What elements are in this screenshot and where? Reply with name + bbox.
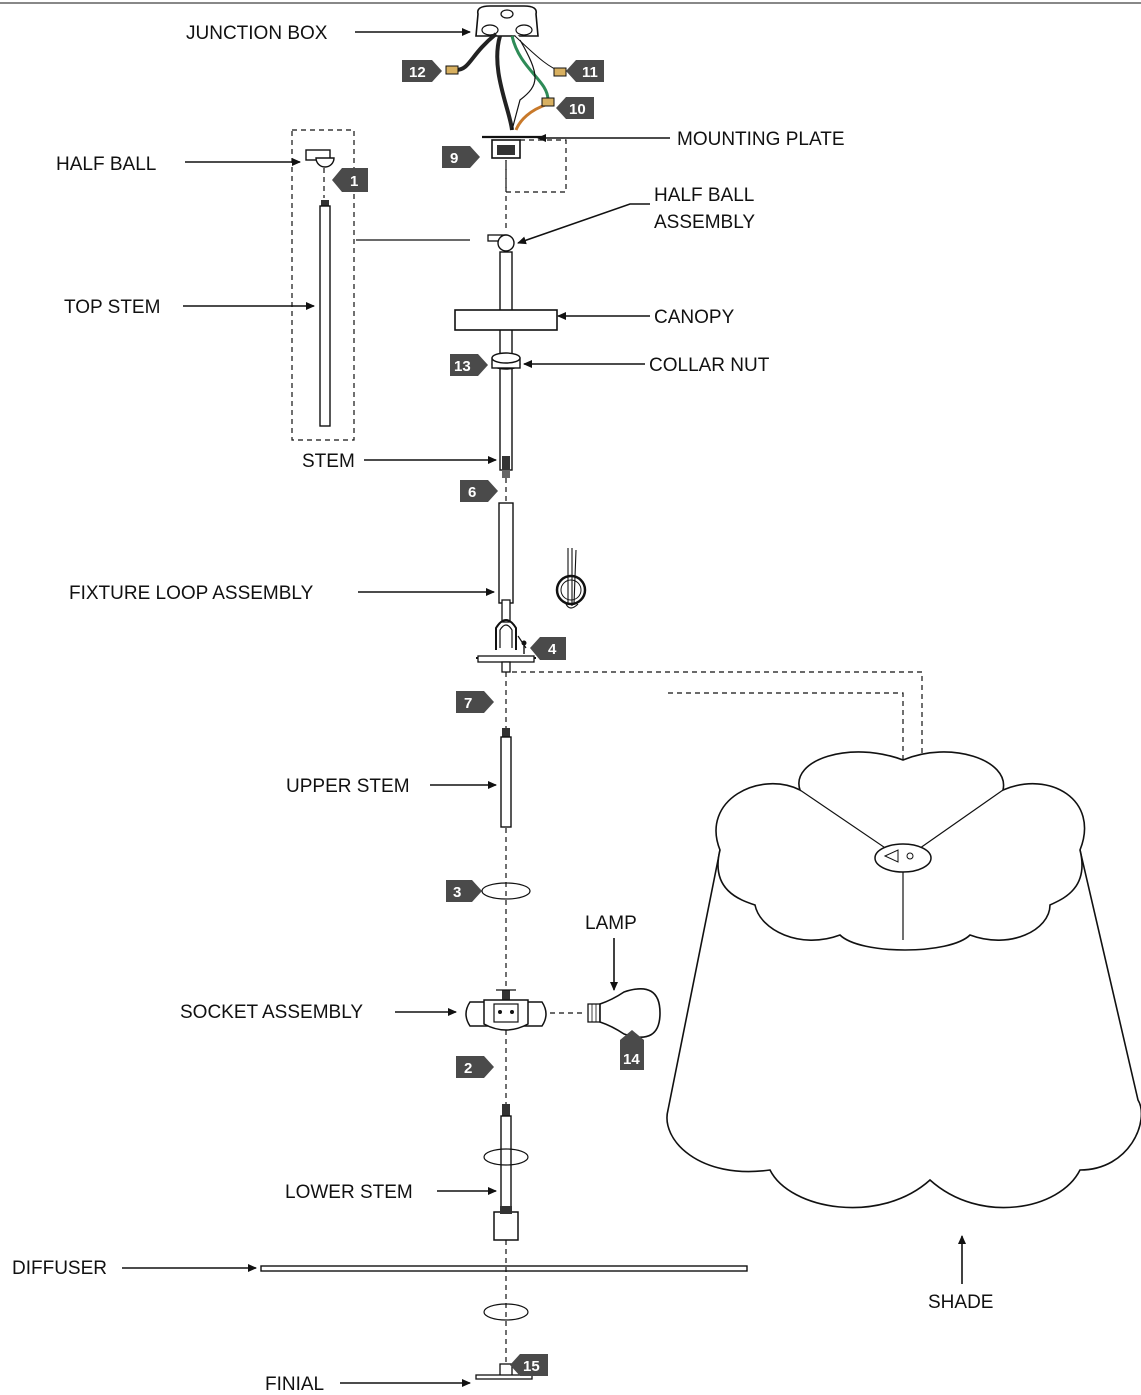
label-lower-stem: LOWER STEM (285, 1182, 413, 1203)
mounting-plate (482, 135, 567, 193)
green-wire (510, 35, 550, 101)
lower-stem (483, 1104, 529, 1241)
washer-ring-bottom (483, 1303, 529, 1321)
step-badge-7: 7 (456, 691, 494, 713)
svg-text:7: 7 (464, 695, 472, 712)
svg-text:4: 4 (548, 641, 557, 658)
step-badge-4: 4 (530, 637, 566, 660)
collar-nut (491, 352, 521, 370)
label-upper-stem: UPPER STEM (286, 776, 410, 797)
junction-wires (445, 32, 567, 131)
copper-wire (514, 102, 549, 131)
label-finial: FINIAL (265, 1374, 324, 1395)
socket-assembly (465, 989, 547, 1031)
svg-text:11: 11 (582, 64, 598, 81)
half-ball-detail (305, 149, 335, 198)
label-socket-assembly: SOCKET ASSEMBLY (180, 1002, 363, 1023)
svg-text:12: 12 (409, 64, 426, 81)
label-junction-box: JUNCTION BOX (186, 23, 328, 44)
svg-text:9: 9 (450, 150, 458, 167)
label-collar-nut: COLLAR NUT (649, 355, 770, 376)
step-badge-13: 13 (450, 354, 488, 376)
label-diffuser: DIFFUSER (12, 1258, 107, 1279)
svg-text:15: 15 (523, 1358, 540, 1375)
svg-text:6: 6 (468, 484, 476, 501)
svg-text:3: 3 (453, 884, 461, 901)
step-badge-12: 12 (402, 60, 442, 82)
leader-half-ball-assembly (517, 203, 650, 245)
label-lamp: LAMP (585, 913, 637, 934)
label-stem: STEM (302, 451, 355, 472)
step-badge-9: 9 (442, 146, 480, 168)
shade-connector-2 (668, 692, 904, 760)
label-half-ball-assembly-2: ASSEMBLY (654, 212, 755, 233)
label-canopy: CANOPY (654, 307, 735, 328)
upper-stem (500, 728, 512, 828)
step-badge-14: 14 (620, 1030, 644, 1070)
svg-text:14: 14 (623, 1051, 640, 1068)
top-stem-detail (319, 200, 331, 427)
svg-text:1: 1 (350, 173, 358, 190)
svg-text:10: 10 (569, 101, 586, 118)
diffuser (260, 1265, 748, 1272)
svg-text:2: 2 (464, 1060, 472, 1077)
step-badge-3: 3 (446, 880, 482, 902)
shade (666, 751, 1141, 1209)
half-ball-assembly (487, 234, 515, 252)
fixture-loop-assembly (476, 502, 536, 673)
finial (475, 1363, 533, 1380)
step-badge-6: 6 (460, 480, 498, 502)
step-badge-1: 1 (332, 168, 368, 192)
junction-box (475, 5, 539, 37)
step-badge-10: 10 (556, 97, 594, 119)
wire-loop-detail (555, 548, 587, 609)
top-stem-detail-box (291, 129, 355, 441)
svg-text:13: 13 (454, 358, 471, 375)
step-badge-11: 11 (566, 60, 604, 82)
label-half-ball-assembly-1: HALF BALL (654, 185, 754, 206)
canopy (454, 309, 558, 331)
label-top-stem: TOP STEM (64, 297, 160, 318)
label-fixture-loop-assembly: FIXTURE LOOP ASSEMBLY (69, 583, 314, 604)
label-shade: SHADE (928, 1292, 993, 1313)
step-badge-15: 15 (510, 1354, 548, 1376)
lamp-bulb (587, 988, 661, 1038)
step-badge-2: 2 (456, 1056, 494, 1078)
label-half-ball: HALF BALL (56, 154, 156, 175)
label-mounting-plate: MOUNTING PLATE (677, 129, 845, 150)
